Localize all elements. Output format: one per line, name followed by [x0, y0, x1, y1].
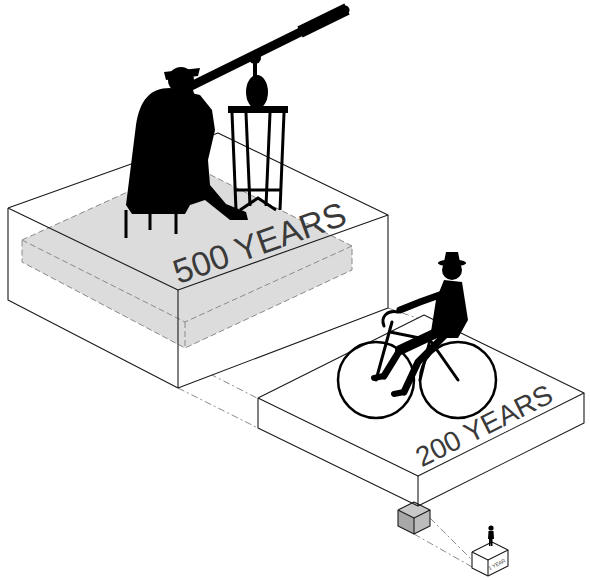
- box-edge: [177, 290, 178, 388]
- box-edge: [472, 550, 508, 576]
- box-edge: [417, 476, 418, 506]
- torso: [430, 280, 468, 338]
- inner-scale-box: [22, 164, 352, 348]
- foot: [394, 392, 404, 394]
- chair-leg: [149, 212, 152, 230]
- frame-bar: [390, 332, 458, 380]
- dashed-projection-line: [430, 518, 472, 560]
- table-brace: [236, 189, 280, 192]
- arm: [400, 292, 448, 310]
- table-legs: [232, 113, 284, 210]
- table-leg: [232, 113, 236, 210]
- head: [488, 525, 493, 530]
- timescale-box: 200 YEARS: [258, 315, 584, 534]
- fork: [376, 322, 392, 380]
- label-anchor: 1 YEAR: [490, 566, 508, 571]
- mount-urn: [246, 75, 268, 109]
- timescale-box: 500 YEARS: [8, 133, 388, 388]
- box-faces: [8, 133, 388, 388]
- telescope-tube: [183, 10, 345, 90]
- inner-box-edge: [185, 322, 186, 348]
- chair: [126, 210, 176, 238]
- table-foot: [240, 198, 276, 210]
- telescope-tube: [300, 9, 347, 32]
- limbs: [374, 292, 448, 394]
- table-top: [228, 106, 288, 113]
- mount-knob: [249, 52, 261, 64]
- table-leg: [246, 113, 250, 206]
- box-edge: [413, 518, 414, 534]
- arm: [190, 92, 196, 112]
- box-face: [488, 550, 508, 576]
- hat-crown: [444, 252, 460, 262]
- head: [442, 260, 462, 280]
- chair-leg: [125, 210, 128, 238]
- thigh: [400, 334, 434, 350]
- small-person-silhouette: [488, 525, 494, 546]
- astronomer-silhouette: [126, 9, 347, 238]
- leg: [404, 336, 444, 392]
- table-leg: [266, 113, 270, 206]
- mount-rod: [253, 58, 257, 76]
- shin: [384, 350, 400, 376]
- dashed-projection-line: [178, 388, 258, 428]
- wheel: [338, 342, 414, 418]
- eyepiece: [176, 86, 186, 94]
- wheel: [420, 342, 496, 418]
- box-faces: [472, 542, 508, 576]
- box-face: [258, 398, 418, 506]
- label-anchor: 200 YEARS: [424, 444, 573, 472]
- box-edge: [8, 133, 388, 290]
- foot: [374, 376, 384, 378]
- table-leg: [280, 113, 284, 210]
- box-faces: [258, 315, 584, 534]
- timescale-box: 1 YEAR: [472, 542, 508, 576]
- isometric-box-shape: [258, 315, 584, 534]
- handlebar: [383, 312, 398, 326]
- box-edge: [398, 502, 430, 518]
- chair-leg: [175, 212, 178, 234]
- hat-brim: [438, 260, 466, 267]
- box-edge: [472, 542, 508, 560]
- bicycle-frame: [376, 312, 458, 380]
- cyclist-silhouette: [338, 252, 496, 418]
- box-edge: [398, 510, 430, 534]
- head: [168, 67, 194, 93]
- frame-bar: [420, 340, 430, 380]
- hat: [164, 68, 200, 80]
- coat: [126, 88, 248, 220]
- label-anchor: 500 YEARS: [180, 255, 361, 289]
- body: [488, 531, 494, 546]
